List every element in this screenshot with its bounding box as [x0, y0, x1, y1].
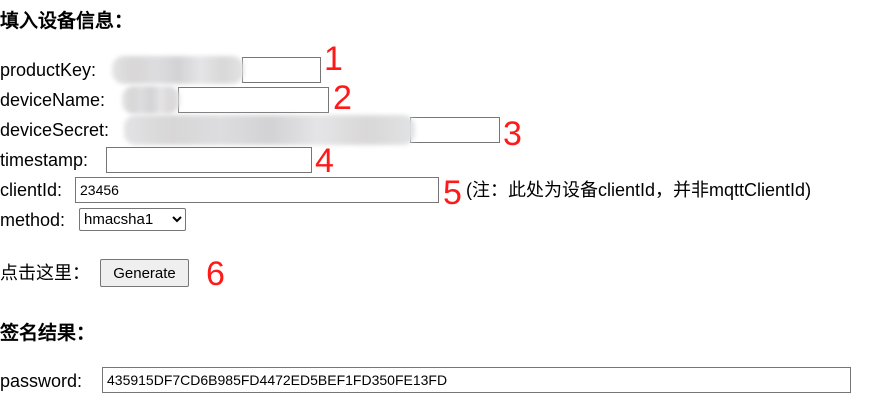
- client-id-note: (注：此处为设备clientId，并非mqttClientId): [466, 180, 812, 200]
- generate-button[interactable]: Generate: [100, 259, 189, 287]
- annotation-5: 5: [443, 174, 462, 212]
- annotation-1: 1: [324, 40, 343, 78]
- client-id-label: clientId:: [0, 180, 63, 200]
- client-id-input[interactable]: 23456: [75, 177, 439, 203]
- timestamp-input[interactable]: [106, 147, 312, 173]
- annotation-6: 6: [206, 255, 225, 293]
- timestamp-label: timestamp:: [0, 150, 89, 170]
- device-secret-input[interactable]: [410, 117, 500, 143]
- product-key-input[interactable]: [242, 57, 321, 83]
- device-secret-label: deviceSecret:: [0, 120, 110, 140]
- method-select[interactable]: hmacsha1: [79, 208, 186, 231]
- password-output[interactable]: 435915DF7CD6B985FD4472ED5BEF1FD350FE13FD: [102, 367, 851, 393]
- redacted-blur: [122, 86, 180, 114]
- annotation-3: 3: [503, 115, 522, 153]
- method-label: method:: [0, 210, 66, 230]
- click-here-label: 点击这里：: [0, 263, 90, 283]
- result-heading: 签名结果：: [0, 323, 96, 344]
- device-name-input[interactable]: [178, 87, 329, 113]
- annotation-4: 4: [315, 142, 334, 180]
- annotation-2: 2: [333, 79, 352, 117]
- redacted-blur: [124, 115, 415, 145]
- password-label: password:: [0, 371, 83, 391]
- device-name-label: deviceName:: [0, 90, 106, 110]
- product-key-label: productKey:: [0, 60, 97, 80]
- redacted-blur: [112, 56, 244, 84]
- device-info-heading: 填入设备信息：: [0, 11, 134, 32]
